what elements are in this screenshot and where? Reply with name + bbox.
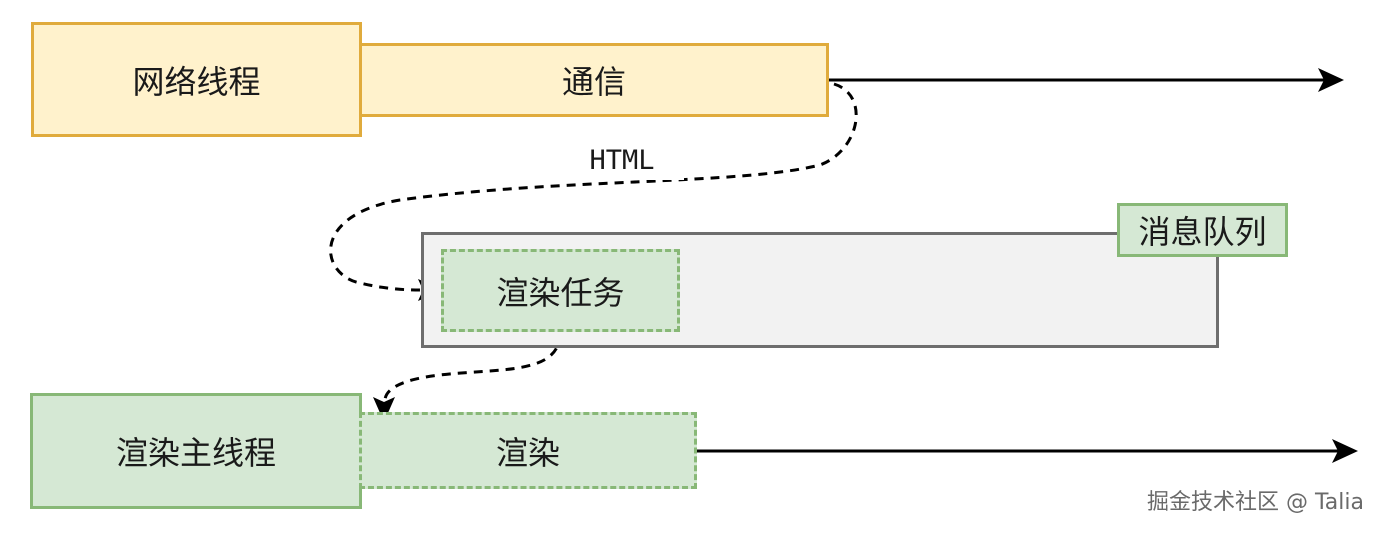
render-node: 渲染 bbox=[359, 412, 697, 489]
communication-label: 通信 bbox=[561, 63, 626, 101]
task-connector-arrowhead bbox=[373, 397, 395, 422]
html-edge-label: HTML bbox=[560, 140, 684, 180]
html-dashed-connector bbox=[329, 82, 858, 292]
watermark: 掘金技术社区 @ Talia bbox=[1147, 490, 1364, 515]
message-queue-label: 消息队列 bbox=[1138, 213, 1267, 251]
render-label: 渲染 bbox=[495, 433, 560, 472]
network-timeline-arrowhead bbox=[1318, 68, 1344, 92]
network-thread-node: 网络线程 bbox=[31, 22, 362, 137]
render-task-node: 渲染任务 bbox=[441, 249, 680, 332]
render-main-thread-label: 渲染主线程 bbox=[115, 434, 276, 472]
render-timeline-arrowhead bbox=[1332, 439, 1358, 463]
render-main-thread-node: 渲染主线程 bbox=[30, 393, 362, 509]
render-task-label: 渲染任务 bbox=[496, 273, 625, 312]
message-queue-tag: 消息队列 bbox=[1117, 203, 1288, 257]
network-thread-label: 网络线程 bbox=[132, 62, 261, 101]
communication-node: 通信 bbox=[359, 43, 829, 117]
